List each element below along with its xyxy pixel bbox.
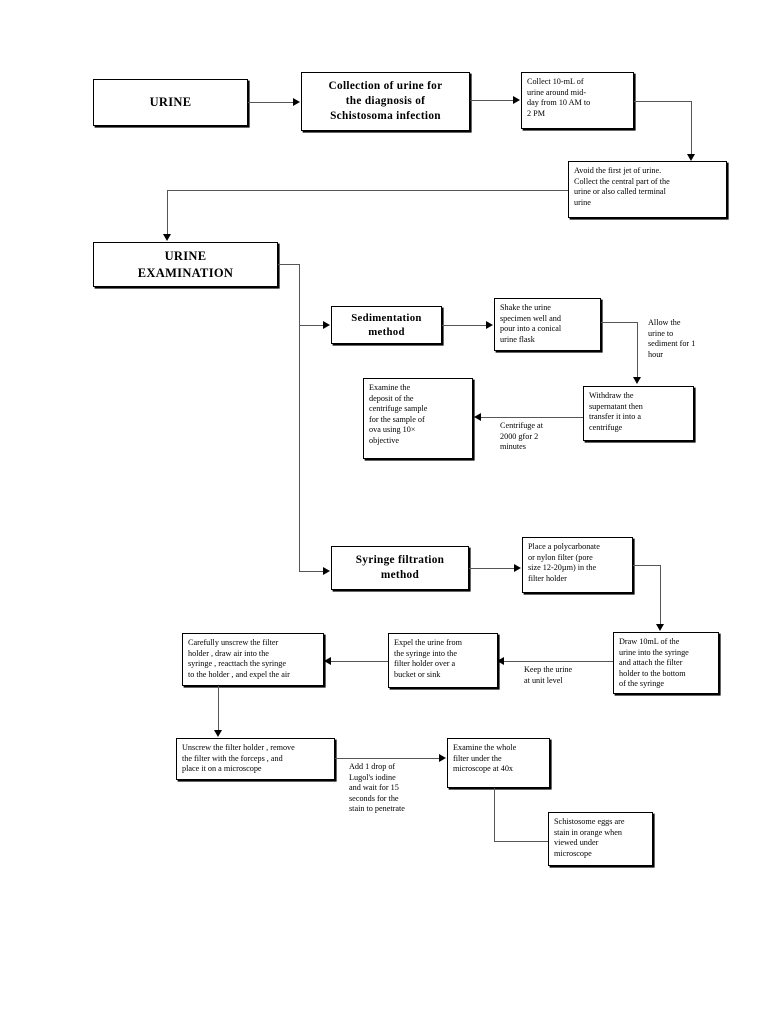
edge-avoid-to-exam-v <box>167 190 168 235</box>
edge-shake-to-withdraw-v <box>637 322 638 378</box>
node-syringe-filtration-method-label: Syringe filtration method <box>355 554 445 581</box>
edge-label-lugols-iodine: Add 1 drop of Lugol's iodine and wait fo… <box>349 762 405 814</box>
node-unscrew-draw-air: Carefully unscrew the filter holder , dr… <box>182 633 324 686</box>
edge-collection-to-collect10 <box>470 100 513 101</box>
arrowhead-shake-to-withdraw <box>633 377 641 384</box>
arrowhead-expel-to-unscrew <box>324 657 331 665</box>
edge-draw-to-expel <box>504 661 613 662</box>
edge-label-centrifuge: Centrifuge at 2000 gfor 2 minutes <box>500 421 543 452</box>
node-collect-10ml: Collect 10-mL of urine around mid- day f… <box>521 72 634 129</box>
node-eggs-orange: Schistosome eggs are stain in orange whe… <box>548 812 653 866</box>
arrowhead-exam-to-sedimentation <box>323 321 330 329</box>
node-avoid-first-jet-label: Avoid the first jet of urine. Collect th… <box>574 166 670 207</box>
arrowhead-remove-to-examine-filter <box>439 754 446 762</box>
node-withdraw-supernatant-label: Withdraw the supernatant then transfer i… <box>589 391 643 432</box>
edge-unscrew-to-remove-v <box>218 686 219 731</box>
node-unscrew-remove-filter-label: Unscrew the filter holder , remove the f… <box>182 743 295 774</box>
arrowhead-collect10-to-avoid <box>687 154 695 161</box>
node-shake-urine-label: Shake the urine specimen well and pour i… <box>500 303 562 344</box>
edge-collect10-to-avoid-h <box>634 101 692 102</box>
arrowhead-place-to-draw <box>656 624 664 631</box>
arrowhead-withdraw-to-examine <box>474 413 481 421</box>
arrowhead-collection-to-collect10 <box>513 96 520 104</box>
node-place-filter-label: Place a polycarbonate or nylon filter (p… <box>528 542 600 583</box>
edge-urine-to-collection <box>248 102 293 103</box>
node-examine-whole-filter-label: Examine the whole filter under the micro… <box>453 743 517 774</box>
arrowhead-sedimentation-to-shake <box>486 321 493 329</box>
edge-examine-to-eggs-v <box>494 788 495 842</box>
node-collect-10ml-label: Collect 10-mL of urine around mid- day f… <box>527 77 591 118</box>
node-examine-whole-filter: Examine the whole filter under the micro… <box>447 738 550 788</box>
node-collection-label: Collection of urine for the diagnosis of… <box>328 80 443 122</box>
node-shake-urine: Shake the urine specimen well and pour i… <box>494 298 601 351</box>
node-eggs-orange-label: Schistosome eggs are stain in orange whe… <box>554 817 625 858</box>
node-sedimentation-method: Sedimentation method <box>331 306 442 344</box>
node-urine-label: URINE <box>149 95 192 109</box>
edge-syringe-to-place-filter <box>469 568 514 569</box>
node-urine-examination-label: URINE EXAMINATION <box>137 248 234 280</box>
edge-avoid-to-exam-h <box>167 190 568 191</box>
edge-withdraw-to-examine <box>481 417 583 418</box>
node-withdraw-supernatant: Withdraw the supernatant then transfer i… <box>583 386 694 441</box>
node-examine-deposit-label: Examine the deposit of the centrifuge sa… <box>369 383 428 445</box>
node-sedimentation-method-label: Sedimentation method <box>351 312 422 338</box>
edge-place-to-draw-v <box>660 565 661 625</box>
edge-examine-to-eggs-h <box>494 841 549 842</box>
node-draw-10ml-label: Draw 10mL of the urine into the syringe … <box>619 637 689 689</box>
edge-collect10-to-avoid-v <box>691 101 692 155</box>
arrowhead-syringe-to-place-filter <box>514 564 521 572</box>
edge-sedimentation-to-shake <box>442 325 486 326</box>
node-draw-10ml: Draw 10mL of the urine into the syringe … <box>613 632 719 694</box>
node-examine-deposit: Examine the deposit of the centrifuge sa… <box>363 378 473 459</box>
node-collection: Collection of urine for the diagnosis of… <box>301 72 470 131</box>
edge-place-to-draw-h <box>633 565 661 566</box>
arrowhead-exam-to-syringe <box>323 567 330 575</box>
node-expel-urine: Expel the urine from the syringe into th… <box>388 633 498 688</box>
edge-shake-to-withdraw-h <box>601 322 638 323</box>
edge-expel-to-unscrew <box>331 661 388 662</box>
node-unscrew-remove-filter: Unscrew the filter holder , remove the f… <box>176 738 335 780</box>
edge-label-keep-unit-level: Keep the urine at unit level <box>524 665 573 685</box>
node-unscrew-draw-air-label: Carefully unscrew the filter holder , dr… <box>188 638 290 679</box>
edge-label-allow-sediment: Allow the urine to sediment for 1 hour <box>648 318 696 359</box>
edge-exam-trunk-v <box>299 264 300 571</box>
arrowhead-urine-to-collection <box>293 98 300 106</box>
edge-exam-to-syringe <box>299 571 323 572</box>
arrowhead-unscrew-to-remove <box>214 730 222 737</box>
edge-remove-to-examine-filter <box>335 758 439 759</box>
edge-exam-trunk-h <box>278 264 300 265</box>
node-expel-urine-label: Expel the urine from the syringe into th… <box>394 638 462 679</box>
node-avoid-first-jet: Avoid the first jet of urine. Collect th… <box>568 161 727 218</box>
edge-exam-to-sedimentation <box>299 325 323 326</box>
node-syringe-filtration-method: Syringe filtration method <box>331 546 469 590</box>
node-urine-examination: URINE EXAMINATION <box>93 242 278 287</box>
arrowhead-draw-to-expel <box>497 657 504 665</box>
node-urine: URINE <box>93 79 248 126</box>
arrowhead-avoid-to-exam <box>163 234 171 241</box>
node-place-filter: Place a polycarbonate or nylon filter (p… <box>522 537 633 593</box>
